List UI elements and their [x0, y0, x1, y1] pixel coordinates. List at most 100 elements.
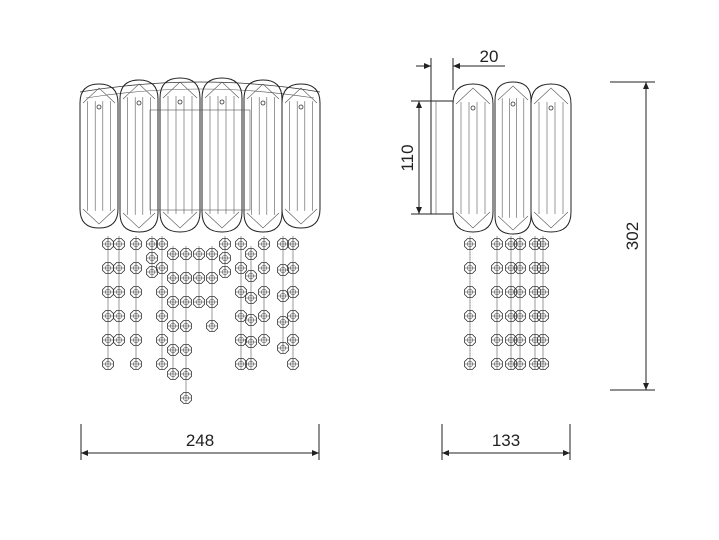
front-chain-10-crystal-3-body: [235, 310, 247, 322]
front-chain-6-crystal-1-body: [180, 272, 192, 284]
front-chain-2-crystal-3: [130, 310, 142, 322]
front-chain-14-crystal-1-body: [287, 262, 299, 274]
front-chain-8-crystal-3: [206, 320, 218, 332]
front-chain-11-crystal-1: [245, 270, 257, 282]
side-chain-3-crystal-5: [514, 358, 526, 370]
front-chain-4-crystal-1-body: [156, 262, 168, 274]
front-chain-9-crystal-1-body: [219, 252, 231, 264]
front-rod-0-cap-top: [82, 87, 116, 104]
front-rod-5-pin: [298, 104, 304, 110]
front-chain-4-crystal-2-body: [156, 286, 168, 298]
front-chain-1-crystal-2: [113, 286, 125, 298]
front-chain-0-crystal-1-body: [102, 262, 114, 274]
front-chain-2-crystal-2: [130, 286, 142, 298]
side-chain-0-crystal-2: [464, 286, 476, 298]
front-chain-4-crystal-0: [156, 238, 168, 250]
front-chain-5-crystal-3: [167, 320, 179, 332]
front-chain-11-crystal-3-body: [245, 314, 257, 326]
side-chain-0-crystal-4: [464, 334, 476, 346]
side-chain-5-crystal-4: [537, 334, 549, 346]
front-chain-1-crystal-3-body: [113, 310, 125, 322]
front-shade-top-arc-inner: [85, 88, 315, 99]
side-chain-0-crystal-0-body: [464, 238, 476, 250]
front-chain-10-crystal-4: [235, 334, 247, 346]
side-chain-3-crystal-1-body: [514, 262, 526, 274]
front-chain-12-crystal-3: [258, 310, 270, 322]
front-chain-12-crystal-4-body: [258, 334, 270, 346]
front-chain-0-crystal-3: [102, 310, 114, 322]
dim-mount-depth-label: 20: [480, 47, 499, 66]
front-chain-8-crystal-2-body: [206, 296, 218, 308]
front-chain-6-crystal-0: [180, 248, 192, 260]
front-chain-2-crystal-2-body: [130, 286, 142, 298]
side-chain-0-crystal-1-body: [464, 262, 476, 274]
front-chain-3-crystal-1: [146, 252, 158, 264]
front-chain-6-crystal-5: [180, 368, 192, 380]
side-chain-4-crystal-5-body: [529, 358, 541, 370]
side-chain-1-crystal-5: [491, 358, 503, 370]
front-chain-10-crystal-1-body: [235, 262, 247, 274]
side-chain-3-crystal-5-body: [514, 358, 526, 370]
side-chain-3-crystal-2-body: [514, 286, 526, 298]
front-chain-8-crystal-1: [206, 272, 218, 284]
side-rod-2-cap-bottom: [533, 211, 569, 229]
front-chain-2-crystal-1: [130, 262, 142, 274]
side-chain-0-crystal-3-body: [464, 310, 476, 322]
dim-height-label: 302: [623, 222, 642, 250]
front-chain-7-crystal-1-body: [193, 272, 205, 284]
side-rod-1-cap-top: [497, 85, 529, 101]
front-chain-11-crystal-4-body: [245, 336, 257, 348]
front-chain-11-crystal-2-body: [245, 292, 257, 304]
front-chain-2-crystal-4: [130, 334, 142, 346]
side-chain-5-crystal-5-body: [537, 358, 549, 370]
side-crystal-chains: [464, 236, 549, 370]
side-rod-1-pin: [510, 101, 516, 107]
front-rod-5-cap-bottom: [284, 208, 318, 225]
front-chain-8-crystal-1-body: [206, 272, 218, 284]
front-chain-1-crystal-1: [113, 262, 125, 274]
front-chain-10-crystal-5: [235, 358, 247, 370]
front-rod-0-cap-bottom: [82, 208, 116, 225]
front-shade-top-arc: [79, 81, 321, 93]
front-chain-11-crystal-2: [245, 292, 257, 304]
front-rod-5: [281, 83, 321, 229]
side-chain-5-crystal-3-body: [537, 310, 549, 322]
front-chain-11-crystal-5: [245, 358, 257, 370]
front-chain-10-crystal-4-body: [235, 334, 247, 346]
front-chain-6-crystal-6: [180, 392, 192, 404]
front-chain-14-crystal-5-body: [287, 358, 299, 370]
side-chain-0-crystal-2-body: [464, 286, 476, 298]
front-chain-7-crystal-2: [193, 296, 205, 308]
front-chain-4-crystal-5-body: [156, 358, 168, 370]
front-chain-11-crystal-5-body: [245, 358, 257, 370]
front-chain-0-crystal-0: [102, 238, 114, 250]
side-chain-1-crystal-0: [491, 238, 503, 250]
front-chain-6-crystal-4-body: [180, 344, 192, 356]
front-rod-1-pin: [136, 100, 142, 106]
front-chain-9-crystal-1: [219, 252, 231, 264]
front-chain-8-crystal-0: [206, 248, 218, 260]
front-chain-0-crystal-2: [102, 286, 114, 298]
front-chain-6-crystal-2-body: [180, 296, 192, 308]
front-chain-11-crystal-0-body: [245, 248, 257, 260]
front-chain-1-crystal-2-body: [113, 286, 125, 298]
front-rod-5-cap-top: [284, 87, 318, 104]
side-chain-0-crystal-5-body: [464, 358, 476, 370]
front-chain-2-crystal-3-body: [130, 310, 142, 322]
front-chain-12-crystal-4: [258, 334, 270, 346]
front-chain-9-crystal-2-body: [219, 266, 231, 278]
front-chain-7-crystal-0: [193, 248, 205, 260]
front-chain-7-crystal-2-body: [193, 296, 205, 308]
front-chain-12-crystal-3-body: [258, 310, 270, 322]
side-chain-5-crystal-1: [537, 262, 549, 274]
front-rod-1-cap-bottom: [122, 212, 156, 229]
front-chain-12-crystal-1-body: [258, 262, 270, 274]
front-chain-6-crystal-1: [180, 272, 192, 284]
front-chain-3-crystal-0: [146, 238, 158, 250]
front-rod-1: [119, 79, 159, 233]
front-chain-5-crystal-5-body: [167, 368, 179, 380]
side-rod-0: [452, 83, 494, 233]
front-chain-14-crystal-2: [287, 286, 299, 298]
front-chain-2-crystal-1-body: [130, 262, 142, 274]
